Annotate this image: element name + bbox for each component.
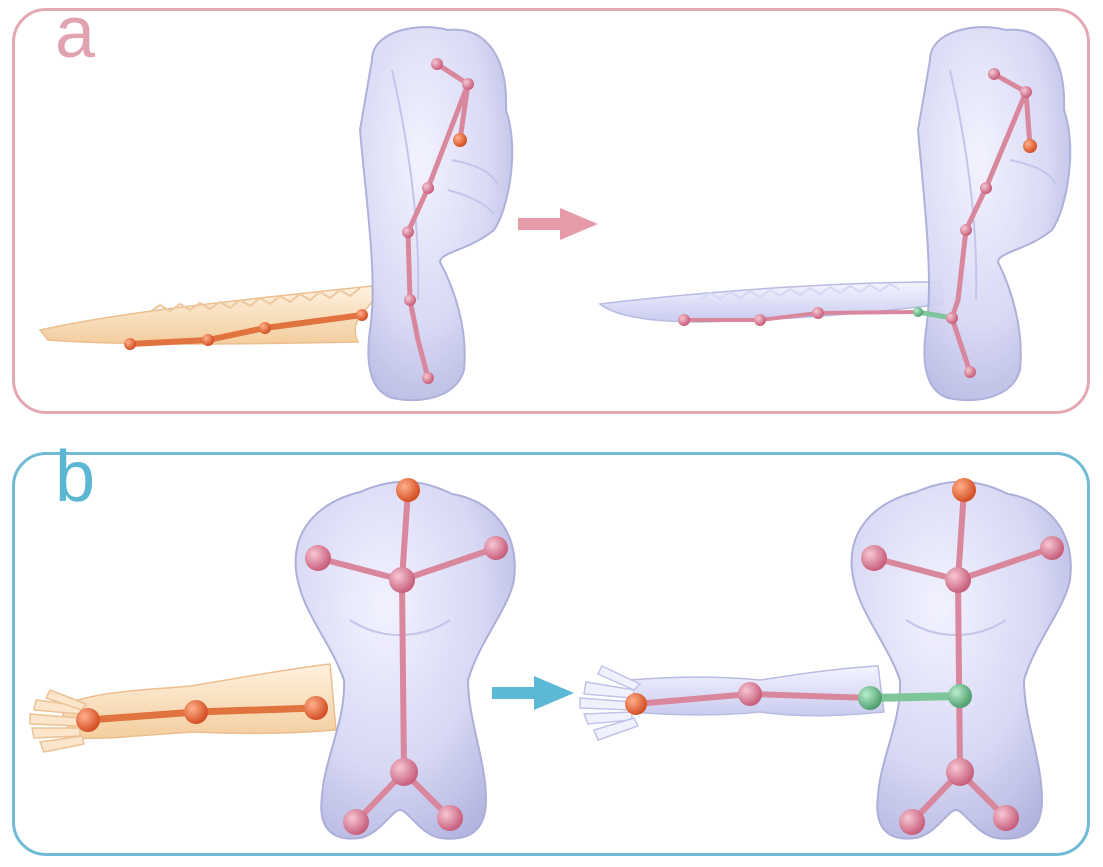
torso-skeleton-a-source	[402, 58, 474, 384]
torso-joint	[964, 366, 976, 378]
tail-joint	[356, 309, 368, 321]
arm-joint	[738, 682, 762, 706]
torso-joint	[484, 536, 508, 560]
right-arrow-icon	[518, 208, 598, 240]
torso-joint	[861, 545, 887, 571]
torso-joint	[946, 758, 974, 786]
torso-joint	[431, 58, 443, 70]
arm-joint	[625, 693, 647, 715]
torso-joint	[402, 226, 414, 238]
torso-joint	[1020, 86, 1032, 98]
torso-joint	[453, 133, 467, 147]
tail-joint	[124, 338, 136, 350]
torso-joint	[993, 805, 1019, 831]
right-arrow-icon	[492, 676, 574, 710]
tail-joint	[913, 307, 923, 317]
torso-joint	[1023, 139, 1037, 153]
torso-joint	[389, 567, 415, 593]
torso-joint	[396, 478, 420, 502]
torso-mesh-a-result	[916, 26, 1072, 402]
torso-skeleton-b-source	[305, 478, 508, 835]
tail-joint	[259, 322, 271, 334]
panel-a: a	[12, 0, 1090, 414]
torso-joint	[437, 805, 463, 831]
merged-skeleton-a	[678, 68, 1037, 378]
arm-joint	[304, 696, 328, 720]
tail-part-skeleton	[124, 309, 368, 350]
arm-joint	[184, 700, 208, 724]
torso-joint	[462, 78, 474, 90]
torso-joint	[945, 567, 971, 593]
torso-joint	[343, 809, 369, 835]
tail-joint	[754, 314, 766, 326]
torso-joint	[952, 478, 976, 502]
merged-tail-mesh	[598, 281, 945, 323]
torso-joint	[946, 312, 958, 324]
torso-joint	[1040, 536, 1064, 560]
hand-icon	[579, 665, 642, 741]
torso-joint	[404, 294, 416, 306]
hand-icon	[29, 689, 88, 753]
tail-joint	[812, 307, 824, 319]
arm-joint	[76, 708, 100, 732]
torso-joint	[899, 809, 925, 835]
arm-joint	[858, 686, 882, 710]
connection-bone	[866, 692, 964, 702]
torso-joint	[980, 182, 992, 194]
torso-joint	[390, 758, 418, 786]
panel-label-a: a	[55, 0, 96, 73]
tail-joint	[678, 314, 690, 326]
torso-joint	[422, 182, 434, 194]
torso-joint	[988, 68, 1000, 80]
arm-part-skeleton	[76, 696, 328, 732]
tail-joint	[202, 334, 214, 346]
merged-skeleton-b	[625, 478, 1064, 835]
torso-joint	[305, 545, 331, 571]
torso-mesh-a-source	[358, 26, 514, 402]
panel-label-b: b	[55, 437, 96, 517]
torso-joint	[422, 372, 434, 384]
torso-joint	[960, 224, 972, 236]
torso-joint	[948, 684, 972, 708]
